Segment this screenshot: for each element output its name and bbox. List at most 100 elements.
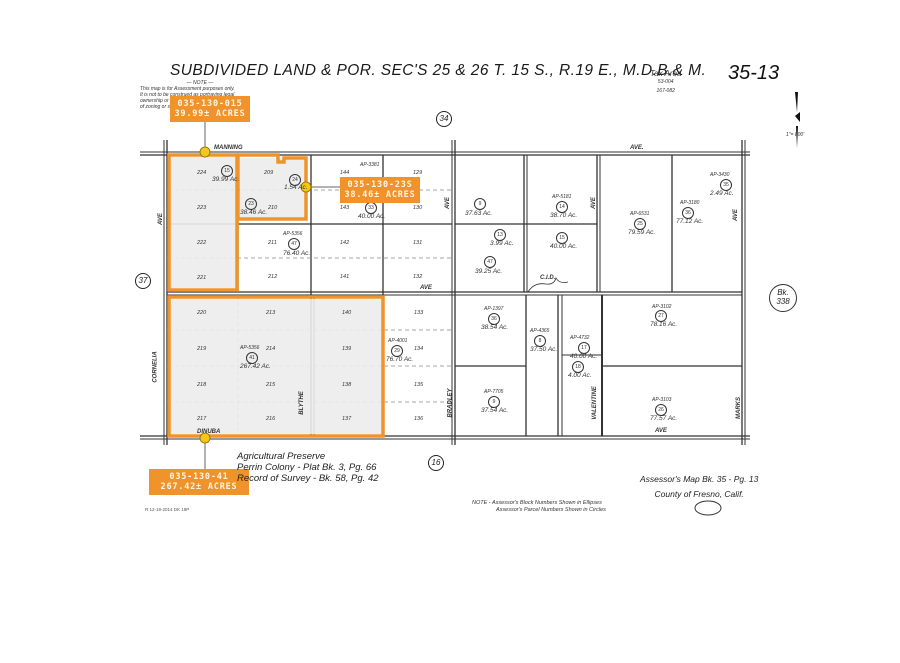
parcel-number: 47 xyxy=(288,238,300,250)
parcel-acres: 76.70 Ac. xyxy=(386,356,414,363)
lot-number: 144 xyxy=(340,170,350,176)
book-label: Bk. xyxy=(777,288,789,297)
lot-number: 209 xyxy=(264,170,274,176)
lot-number: 222 xyxy=(197,240,207,246)
street-manning: MANNING xyxy=(214,145,243,151)
tax-area-label: Tax Area xyxy=(650,69,682,78)
parcel-number: 47 xyxy=(484,256,496,268)
lot-number: 211 xyxy=(268,240,277,246)
assessor-line: Assessor's Map Bk. 35 - Pg. 13 xyxy=(640,474,759,484)
ap-number: AP-4365 xyxy=(530,328,550,334)
parcel-number: 23 xyxy=(245,198,257,210)
lot-number: 134 xyxy=(414,346,424,352)
ap-number: AP-3102 xyxy=(652,304,672,310)
lot-number: 130 xyxy=(413,205,423,211)
location-marker-icon xyxy=(199,432,211,444)
parcel-callout-035-130-015[interactable]: 035-130-015 39.99± ACRES xyxy=(170,96,250,122)
lot-number: 219 xyxy=(197,346,207,352)
lot-number: 223 xyxy=(197,205,207,211)
north-arrow-icon xyxy=(790,88,791,89)
lot-number: 138 xyxy=(342,382,352,388)
ap-number: AP-3381 xyxy=(360,162,380,168)
parcel-acres: 79.59 Ac. xyxy=(628,229,656,236)
street-ave-east2: AVE xyxy=(590,197,597,209)
ap-number: AP-5181 xyxy=(552,194,572,200)
ag-line: Record of Survey - Bk. 58, Pg. 42 xyxy=(237,473,379,484)
ap-number: AP-1397 xyxy=(484,306,504,312)
parcel-callout-035-130-23S[interactable]: 035-130-23S 38.46± ACRES xyxy=(340,177,420,203)
ap-number: AP-5356 xyxy=(283,231,303,237)
assessor-line: County of Fresno, Calif. xyxy=(654,489,744,499)
ag-line: Perrin Colony - Plat Bk. 3, Pg. 66 xyxy=(237,462,377,473)
street-blythe: BLYTHE xyxy=(298,391,305,415)
lot-number: 215 xyxy=(266,382,276,388)
parcel-number: 36 xyxy=(682,207,694,219)
parcel-acres: 39.99 Ac. xyxy=(212,176,240,183)
adjacent-book-reference[interactable]: Bk. 338 xyxy=(769,284,797,312)
parcel-number: 26 xyxy=(655,404,667,416)
parcel-number: 18 xyxy=(572,361,584,373)
parcel-acres: 1.54 Ac. xyxy=(284,184,308,191)
street-ave-west: AVE xyxy=(157,213,164,225)
street-ave-north: AVE. xyxy=(630,145,644,151)
parcel-number: 8 xyxy=(534,335,546,347)
parcel-acres: 37.63 Ac. xyxy=(465,210,493,217)
parcel-acres: 77.12 Ac. xyxy=(676,218,704,225)
parcel-acres: 2.49 Ac. xyxy=(710,190,734,197)
parcel-number: 15 xyxy=(556,232,568,244)
parcel-acres: 267.42 Ac. xyxy=(240,363,271,370)
lot-number: 220 xyxy=(197,310,207,316)
parcel-number: 9 xyxy=(488,396,500,408)
ap-number: AP-3430 xyxy=(710,172,730,178)
callout-apn: 035-130-015 xyxy=(177,99,243,109)
lot-number: 217 xyxy=(197,416,207,422)
tax-area-code: 167-082 xyxy=(656,88,675,94)
street-dinuba: DINUBA xyxy=(197,429,221,435)
lot-number: 139 xyxy=(342,346,352,352)
lot-number: 212 xyxy=(268,274,278,280)
bottom-note-line: Assessor's Parcel Numbers Shown in Circl… xyxy=(496,507,606,513)
lot-number: 131 xyxy=(413,240,423,246)
parcel-acres: 76.40 Ac. xyxy=(283,250,311,257)
tax-area: Tax Area 53-004 167-082 xyxy=(650,69,681,96)
parcel-number: 25 xyxy=(634,218,646,230)
parcel-callout-035-130-41[interactable]: 035-130-41 267.42± ACRES xyxy=(149,469,249,495)
parcel-acres: 38.54 Ac. xyxy=(481,324,509,331)
parcel-acres: 4.00 Ac. xyxy=(568,372,592,379)
parcel-acres: 39.25 Ac. xyxy=(475,268,503,275)
callout-acres: 39.99± ACRES xyxy=(174,109,246,119)
ap-number: AP-4001 xyxy=(388,338,408,344)
parcel-acres: 37.54 Ac. xyxy=(481,407,509,414)
parcel-number: 14 xyxy=(556,201,568,213)
note-line: This map is for Assessment purposes only… xyxy=(140,86,235,92)
section-number: 16 xyxy=(428,455,444,471)
parcel-acres: 3.99 Ac. xyxy=(490,240,514,247)
parcel-acres: 40.00 Ac. xyxy=(550,243,578,250)
parcel-number: 13 xyxy=(494,229,506,241)
parcel-number: 24 xyxy=(289,174,301,186)
lot-number: 213 xyxy=(266,310,276,316)
lot-number: 133 xyxy=(414,310,424,316)
lot-number: 132 xyxy=(413,274,423,280)
ap-number: AP-5356 xyxy=(240,345,260,351)
street-valentine: VALENTINE xyxy=(591,386,598,420)
callout-acres: 38.46± ACRES xyxy=(344,190,416,200)
lot-number: 129 xyxy=(413,170,423,176)
tax-area-code: 53-004 xyxy=(657,79,674,85)
map-number: 35-13 xyxy=(728,62,780,84)
parcel-number: 35 xyxy=(720,179,732,191)
callout-apn: 035-130-23S xyxy=(347,180,413,190)
street-cornelia: CORNELIA xyxy=(152,351,159,383)
lot-number: 210 xyxy=(268,205,278,211)
parcel-acres: 38.70 Ac. xyxy=(550,212,578,219)
lot-number: 140 xyxy=(342,310,352,316)
callout-apn: 035-130-41 xyxy=(169,472,229,482)
parcel-acres: 40.00 Ac. xyxy=(358,213,386,220)
street-bradley: BRADLEY xyxy=(447,388,454,418)
book-number: 338 xyxy=(776,297,790,306)
ap-number: AP-6531 xyxy=(630,211,650,217)
lot-number: 136 xyxy=(414,416,424,422)
ap-number: AP-3180 xyxy=(680,200,700,206)
note-heading: — NOTE — xyxy=(186,80,214,86)
